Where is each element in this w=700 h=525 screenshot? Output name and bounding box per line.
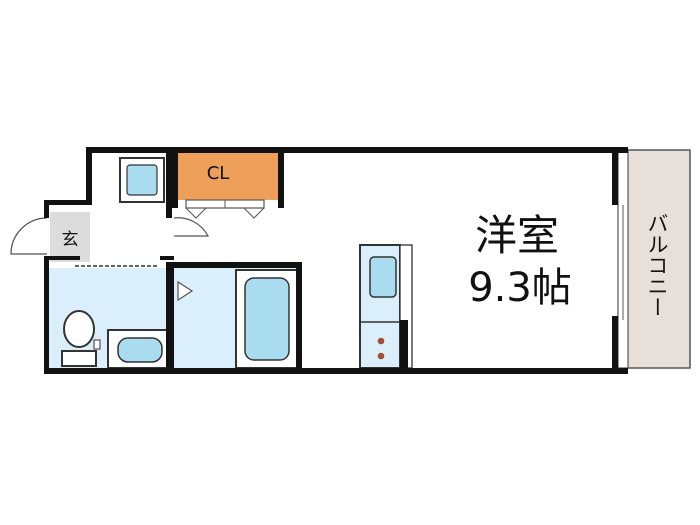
walls: [44, 147, 628, 374]
stove-icon: [377, 337, 385, 360]
bathroom-door: [177, 280, 194, 302]
western-room-size: 9.3帖: [468, 265, 572, 311]
kitchen: [359, 244, 413, 369]
closet-label: CL: [207, 163, 230, 184]
closet: CL: [176, 152, 280, 219]
balcony-label: バルコニー: [645, 213, 669, 318]
western-room-name: 洋室: [475, 211, 559, 260]
washbasin-icon: [107, 329, 169, 369]
corridor-door: [166, 217, 209, 262]
toilet-icon: [61, 310, 101, 367]
washing-machine-icon: [119, 157, 165, 203]
sink-icon: [369, 256, 397, 298]
western-room: 洋室 9.3帖: [468, 211, 572, 311]
entrance-label: 玄: [62, 230, 79, 250]
door-swing-icon: [10, 217, 48, 255]
entrance: 玄: [10, 212, 90, 262]
balcony: バルコニー: [617, 149, 691, 369]
bathtub-icon: [235, 269, 299, 369]
door-swing-icon: [173, 217, 209, 237]
